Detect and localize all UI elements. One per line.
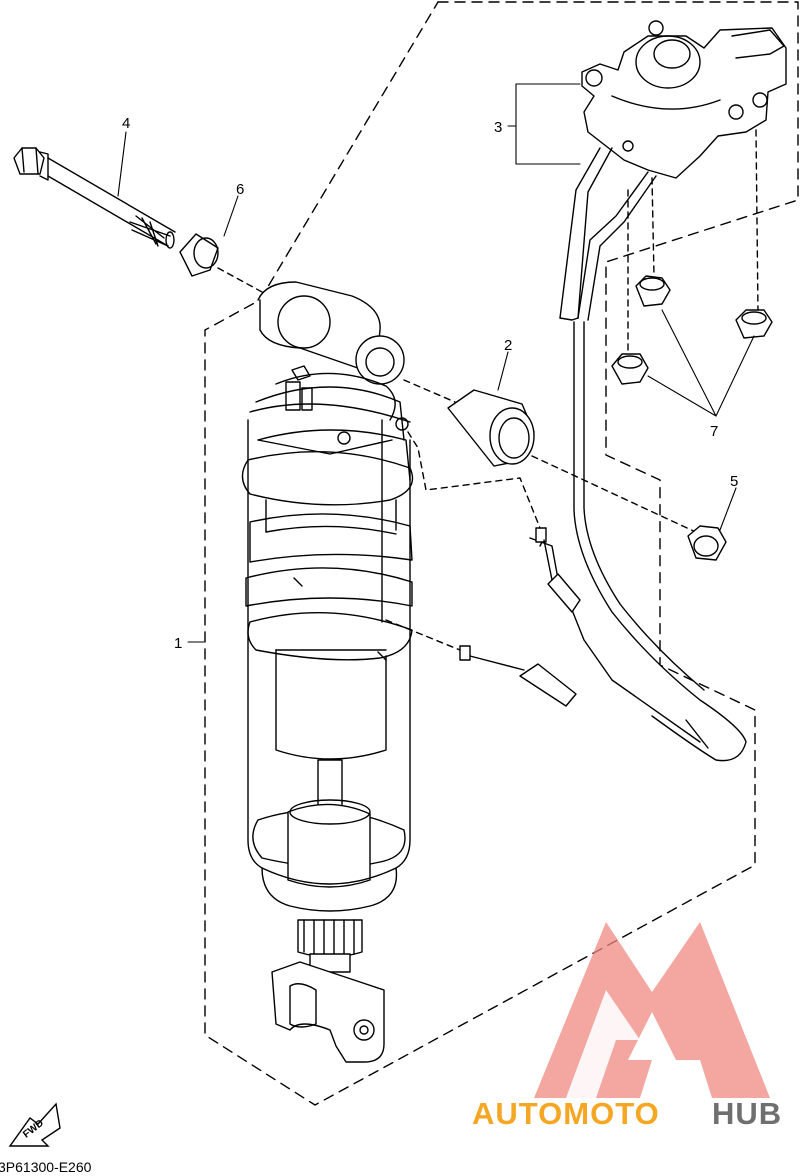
- callout-2: 2: [504, 337, 512, 354]
- watermark-part1: AUTOMOTO: [472, 1096, 660, 1131]
- nuts-part-7: [611, 129, 773, 385]
- logo-mark-icon: [534, 922, 770, 1098]
- adjuster-assembly-part-3: [559, 20, 787, 321]
- callout-labels: 1 2 3 4 5 6 7: [122, 115, 738, 652]
- callout-5: 5: [730, 473, 738, 490]
- cable-hose: [385, 317, 747, 762]
- callout-6: 6: [236, 181, 244, 198]
- automotohub-logo: AUTOMOTO HUB: [472, 922, 782, 1131]
- callout-3: 3: [494, 119, 502, 136]
- assembly-boundary-inner: [259, 1, 439, 301]
- bolt-part-4: [13, 147, 176, 249]
- collar-part-2: [403, 379, 701, 535]
- collar-part-6: [179, 233, 263, 293]
- nut-part-5: [687, 525, 727, 561]
- watermark-part2: HUB: [712, 1096, 782, 1131]
- fwd-arrow-icon: FWD: [8, 1102, 61, 1147]
- callout-leaders: [117, 83, 755, 643]
- callout-7: 7: [710, 423, 718, 440]
- shock-absorber-part-1: [241, 281, 414, 1063]
- diagram-code: 3P61300-E260: [0, 1159, 92, 1175]
- callout-1: 1: [174, 635, 182, 652]
- callout-4: 4: [122, 115, 130, 132]
